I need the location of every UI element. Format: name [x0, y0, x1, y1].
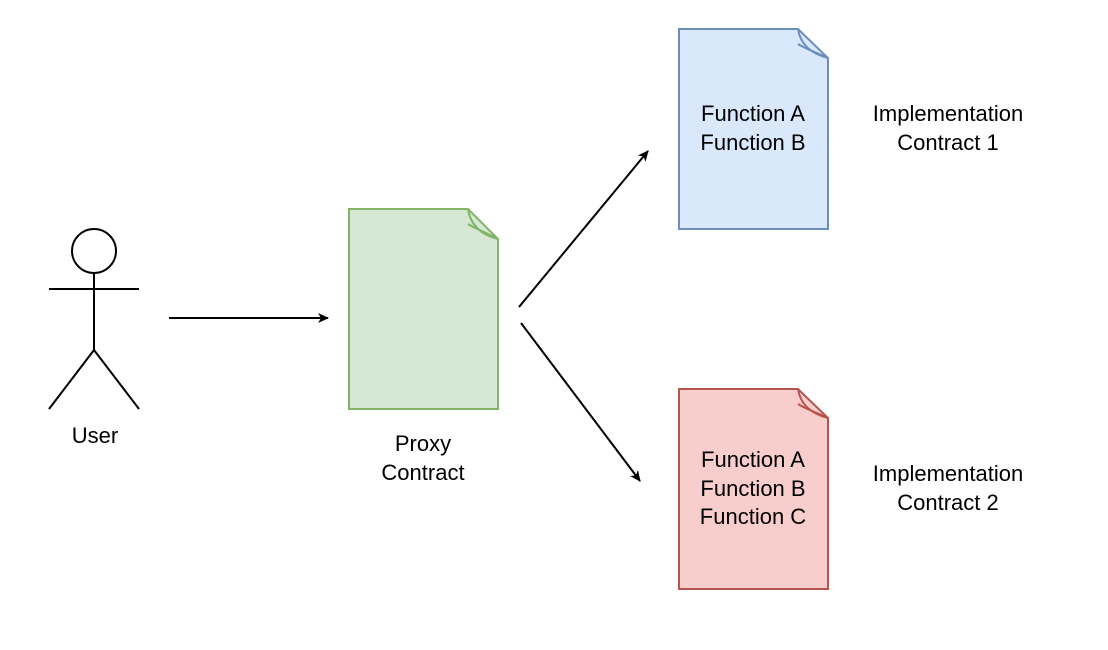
implementation-2-label-line1: Implementation [873, 461, 1023, 486]
proxy-document-body [348, 208, 499, 410]
implementation-2-function-a: Function A [701, 447, 805, 472]
arrow-proxy-to-implementation-1 [518, 150, 649, 308]
implementation-1-document-icon [678, 28, 829, 230]
implementation-2-function-c: Function C [700, 504, 806, 529]
proxy-document-fold [467, 208, 499, 240]
implementation-1-label-line1: Implementation [873, 101, 1023, 126]
user-right-leg [93, 349, 140, 410]
implementation-2-document-body [678, 388, 829, 590]
arrow-proxy-to-implementation-2 [520, 322, 641, 482]
implementation-1-function-a: Function A [701, 101, 805, 126]
user-label: User [72, 423, 118, 448]
implementation-1-document-fold [797, 28, 829, 59]
proxy-label-line2: Contract [381, 460, 464, 485]
user-actor-icon [48, 228, 140, 410]
user-head [71, 228, 117, 274]
implementation-2-document-fold [797, 388, 829, 419]
implementation-2-function-b: Function B [700, 476, 805, 501]
implementation-1-document-body [678, 28, 829, 230]
proxy-contract-document-icon [348, 208, 499, 410]
implementation-2-label-line2: Contract 2 [897, 490, 999, 515]
implementation-1-label-line2: Contract 1 [897, 130, 999, 155]
implementation-2-document-icon [678, 388, 829, 590]
implementation-1-function-b: Function B [700, 130, 805, 155]
proxy-label-line1: Proxy [395, 431, 451, 456]
user-left-leg [48, 349, 95, 410]
